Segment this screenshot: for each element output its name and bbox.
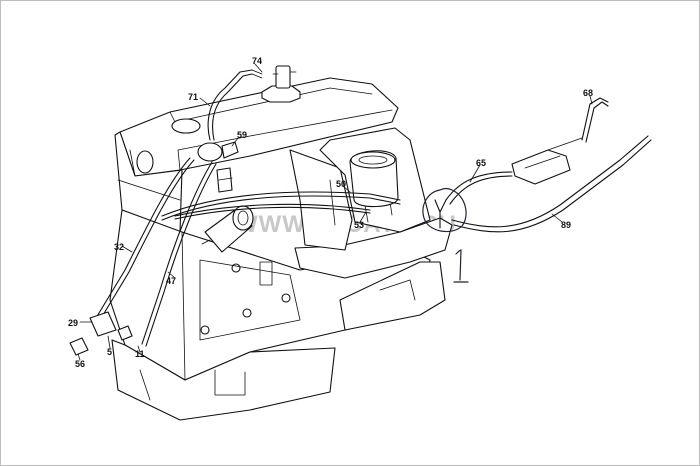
callout-59: 59 — [237, 130, 247, 140]
callout-5: 5 — [107, 347, 112, 357]
callout-89: 89 — [561, 220, 571, 230]
callout-68: 68 — [583, 88, 593, 98]
component-59-valve — [197, 141, 239, 193]
callout-71: 71 — [188, 92, 198, 102]
component-65-vacuum-unit — [511, 137, 583, 185]
callout-11: 11 — [135, 349, 145, 359]
component-74-valve — [261, 65, 301, 103]
engine-block — [109, 77, 446, 421]
callout-47: 47 — [166, 276, 176, 286]
handwritten-annotation — [422, 187, 469, 283]
callout-56: 56 — [75, 359, 85, 369]
callout-50: 50 — [336, 179, 346, 189]
leader-lines — [77, 63, 593, 361]
oil-filter — [201, 205, 254, 253]
vacuum-hoses — [69, 69, 652, 356]
callout-53: 53 — [354, 220, 364, 230]
callout-32: 32 — [114, 242, 124, 252]
callout-labels: 74 71 59 68 65 50 53 89 32 47 29 5 11 56 — [68, 56, 593, 369]
callout-29: 29 — [68, 318, 78, 328]
intake-manifold — [289, 127, 453, 279]
callout-65: 65 — [476, 158, 486, 168]
callout-74: 74 — [252, 56, 262, 66]
